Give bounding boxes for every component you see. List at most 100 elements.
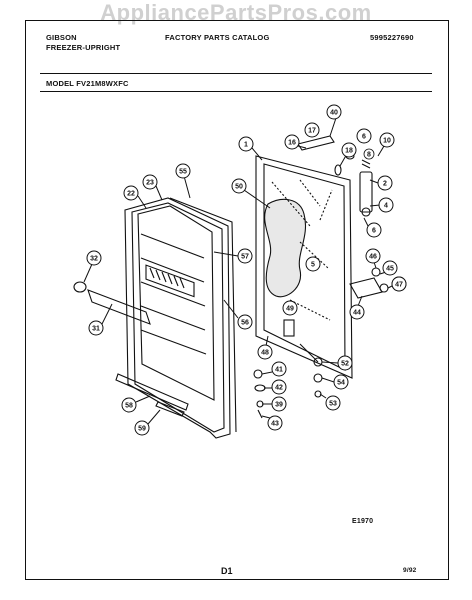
- washer-42: [254, 384, 266, 392]
- door-liner: [137, 205, 215, 401]
- svg-text:40: 40: [330, 110, 338, 117]
- callout-41: 41: [261, 361, 287, 377]
- svg-text:50: 50: [235, 184, 243, 191]
- brand-label: GIBSON: [46, 33, 77, 42]
- callout-23: 23: [142, 174, 163, 201]
- diagram-code: E1970: [352, 518, 374, 525]
- callout-43: 43: [261, 415, 283, 431]
- callout-31: 31: [88, 303, 113, 336]
- catalog-title: FACTORY PARTS CATALOG: [165, 33, 270, 42]
- part-53: [314, 390, 322, 398]
- lower-hinge-bracket: [349, 277, 383, 299]
- model-number: MODEL FV21M8WXFC: [46, 79, 129, 88]
- handle-cap: [73, 281, 87, 293]
- svg-text:10: 10: [383, 138, 391, 145]
- door-handle-bar: [87, 289, 151, 325]
- callout-48: 48: [257, 335, 273, 360]
- callout-42: 42: [264, 379, 287, 395]
- leader-lines-inner: [271, 179, 333, 321]
- svg-text:58: 58: [125, 403, 133, 410]
- bushing-41: [253, 369, 263, 379]
- catalog-part-number: 5995227690: [370, 33, 414, 42]
- shelf-bracket: [155, 401, 185, 417]
- print-date: 9/92: [403, 567, 417, 574]
- callout-54: 54: [321, 374, 349, 390]
- callout-2: 2: [369, 175, 393, 191]
- svg-text:31: 31: [92, 326, 100, 333]
- svg-text:48: 48: [261, 350, 269, 357]
- header-rule-top: [40, 73, 432, 74]
- svg-text:59: 59: [138, 426, 146, 433]
- callout-16: 16: [284, 134, 307, 150]
- callout-59: 59: [134, 409, 161, 436]
- svg-text:8: 8: [367, 152, 371, 159]
- callout-53: 53: [319, 393, 341, 411]
- svg-text:16: 16: [288, 140, 296, 147]
- hinge-pin: [334, 164, 342, 176]
- shim: [361, 159, 371, 169]
- callout-8: 8: [363, 148, 375, 160]
- svg-text:54: 54: [337, 380, 345, 387]
- page-label: D1: [221, 566, 233, 576]
- svg-text:41: 41: [275, 367, 283, 374]
- svg-text:45: 45: [386, 266, 394, 273]
- callout-22: 22: [123, 185, 147, 209]
- svg-text:57: 57: [241, 254, 249, 261]
- hinge-nut: [379, 283, 389, 293]
- callout-50: 50: [231, 178, 271, 209]
- callout-4: 4: [369, 197, 394, 213]
- leader-48: [299, 343, 319, 363]
- callout-49: 49: [282, 300, 298, 316]
- svg-text:43: 43: [271, 421, 279, 428]
- callout-39: 39: [262, 396, 287, 412]
- callout-52: 52: [321, 355, 353, 371]
- svg-text:53: 53: [329, 401, 337, 408]
- svg-text:6: 6: [372, 228, 376, 235]
- svg-text:49: 49: [286, 306, 294, 313]
- product-label: FREEZER-UPRIGHT: [46, 43, 121, 52]
- callout-5: 5: [305, 256, 321, 272]
- svg-text:17: 17: [308, 128, 316, 135]
- door-bin-grille: [149, 267, 185, 289]
- svg-text:2: 2: [383, 181, 387, 188]
- callout-45: 45: [379, 260, 398, 276]
- callout-56: 56: [223, 299, 253, 330]
- screw-43: [257, 409, 263, 419]
- callout-17: 17: [304, 122, 320, 138]
- svg-text:22: 22: [127, 191, 135, 198]
- callout-6: 6: [363, 217, 382, 238]
- svg-text:47: 47: [395, 282, 403, 289]
- cabinet-liner-panel: [255, 155, 353, 379]
- svg-text:42: 42: [275, 385, 283, 392]
- top-hinge-bracket: [297, 135, 335, 151]
- door-shelf-lines: [140, 233, 207, 355]
- svg-text:18: 18: [345, 148, 353, 155]
- callout-57: 57: [213, 248, 253, 264]
- door-outer-panel: [124, 197, 231, 439]
- header-rule-bottom: [40, 91, 432, 92]
- catalog-frame: [25, 20, 449, 580]
- callout-40: 40: [326, 104, 342, 137]
- callout-10: 10: [377, 132, 395, 157]
- svg-text:32: 32: [90, 256, 98, 263]
- part-54: [313, 373, 323, 383]
- callout-32: 32: [83, 250, 102, 283]
- callout-18: 18: [339, 142, 357, 167]
- callout-46: 46: [365, 248, 381, 269]
- trim-strip: [359, 171, 373, 213]
- insulation-foam: [264, 198, 306, 298]
- svg-text:6: 6: [362, 134, 366, 141]
- door-switch: [283, 319, 295, 337]
- svg-text:46: 46: [369, 254, 377, 261]
- svg-text:23: 23: [146, 180, 154, 187]
- svg-text:5: 5: [311, 262, 315, 269]
- svg-text:1: 1: [244, 142, 248, 149]
- svg-text:44: 44: [353, 310, 361, 317]
- callout-1: 1: [238, 136, 263, 161]
- kick-plate: [115, 373, 189, 411]
- svg-text:4: 4: [384, 203, 388, 210]
- callout-6b: 6: [356, 128, 372, 144]
- callout-58: 58: [121, 395, 151, 413]
- svg-text:52: 52: [341, 361, 349, 368]
